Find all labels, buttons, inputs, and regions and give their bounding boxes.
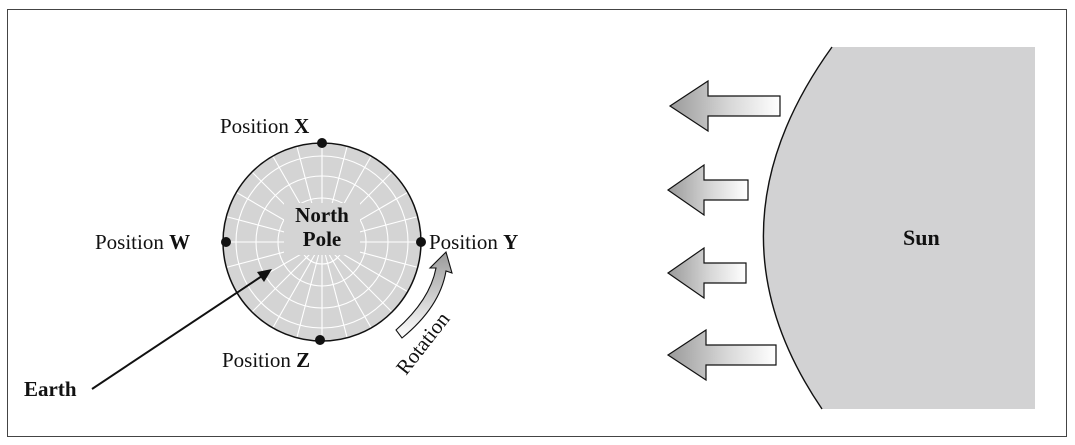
position-w-dot bbox=[221, 237, 231, 247]
sun-shape bbox=[763, 47, 1035, 409]
position-x-label: Position X bbox=[220, 114, 309, 138]
earth-label: Earth bbox=[24, 377, 77, 401]
sunlight-arrow-1 bbox=[668, 79, 781, 133]
position-z-dot bbox=[315, 335, 325, 345]
rotation-arrow bbox=[395, 250, 453, 339]
sunlight-arrow-3 bbox=[666, 246, 747, 300]
sunlight-arrow-4 bbox=[666, 328, 777, 382]
pole-label: Pole bbox=[303, 227, 341, 251]
position-y-label: Position Y bbox=[429, 230, 518, 254]
diagram-frame bbox=[7, 9, 1067, 437]
sun-edge bbox=[762, 46, 833, 410]
position-x-dot bbox=[317, 138, 327, 148]
position-y-dot bbox=[416, 237, 426, 247]
position-w-label: Position W bbox=[95, 230, 190, 254]
earth-pointer-arrow bbox=[91, 269, 272, 390]
sun-label: Sun bbox=[903, 225, 940, 250]
sunlight-arrow-2 bbox=[666, 163, 749, 217]
position-z-label: Position Z bbox=[222, 348, 310, 372]
earth-globe bbox=[222, 142, 422, 342]
north-label: North bbox=[295, 203, 349, 227]
